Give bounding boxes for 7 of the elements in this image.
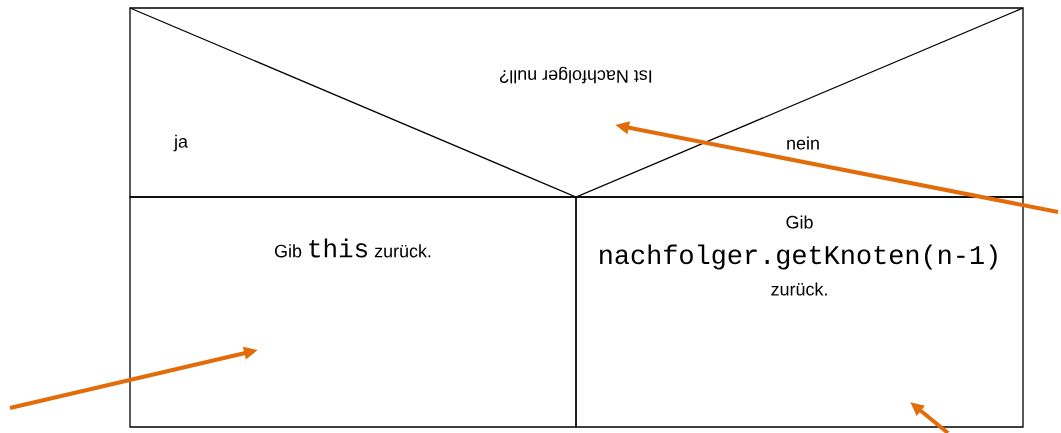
statement-text: Gib this zurück. [275,238,431,258]
condition-text: Ist Nachfolger null? [499,66,652,84]
statement-text: nachfolger.getKnoten(n-1) [600,244,997,270]
statement-text: zurück. [771,282,827,296]
statement-text: Gib [786,215,813,229]
branch-label: nein [787,136,819,150]
branch-label: ja [173,134,188,152]
